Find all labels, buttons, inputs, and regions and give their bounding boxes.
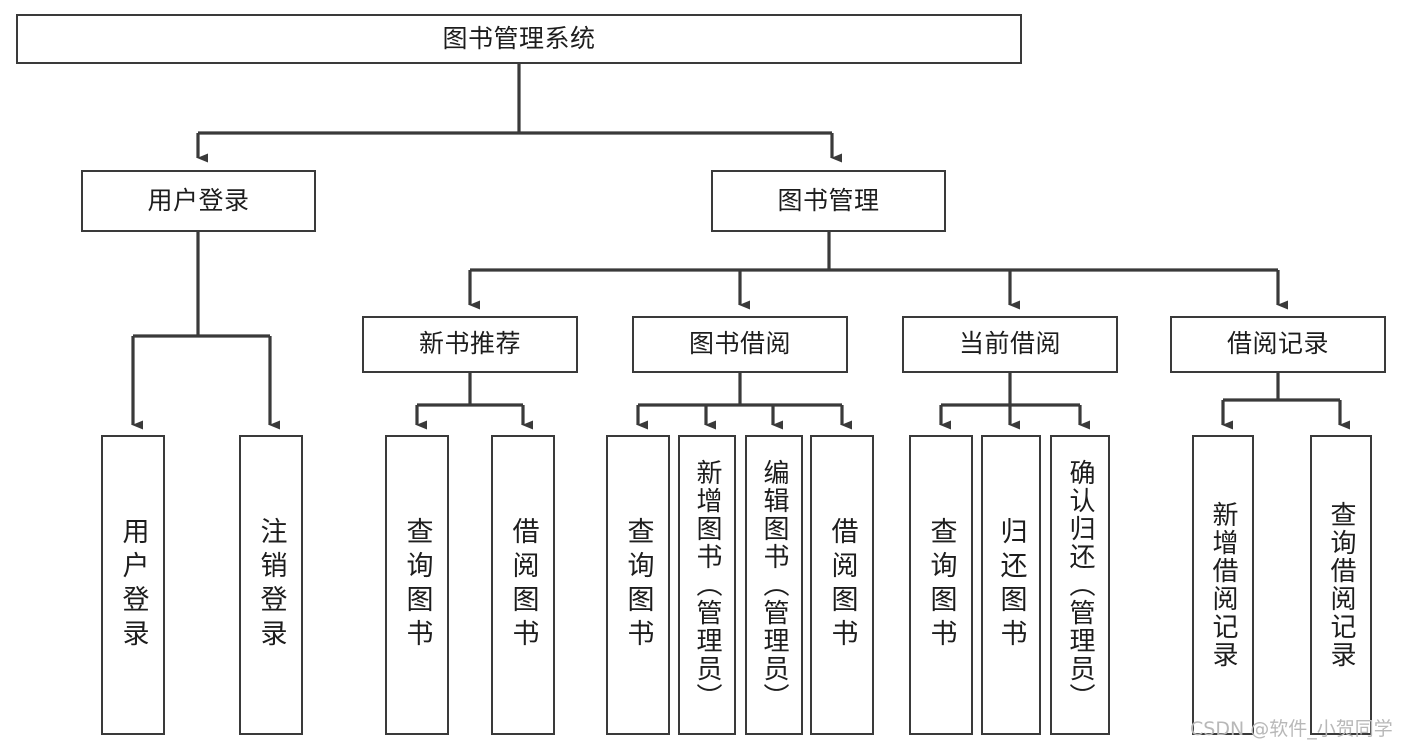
node-label: 图书管理系统 [442, 23, 596, 53]
node-book-management[interactable]: 图书管理 [711, 170, 946, 232]
node-label: 查询图书 [622, 517, 654, 653]
node-current-borrow[interactable]: 当前借阅 [902, 316, 1118, 373]
node-label: 确认归还（管理员） [1065, 459, 1095, 711]
leaf-borrow-edit-book-admin[interactable]: 编辑图书（管理员） [745, 435, 803, 735]
node-label: 借阅图书 [507, 517, 539, 653]
node-label: 当前借阅 [958, 329, 1061, 359]
leaf-current-query-book[interactable]: 查询图书 [909, 435, 973, 735]
node-label: 新增图书（管理员） [692, 459, 722, 711]
node-new-book-recommend[interactable]: 新书推荐 [362, 316, 578, 373]
leaf-borrow-query-book[interactable]: 查询图书 [606, 435, 670, 735]
node-user-login[interactable]: 用户登录 [81, 170, 316, 232]
node-label: 归还图书 [995, 517, 1027, 653]
leaf-current-return-book[interactable]: 归还图书 [981, 435, 1041, 735]
leaf-current-confirm-return-admin[interactable]: 确认归还（管理员） [1050, 435, 1110, 735]
node-root-book-management-system[interactable]: 图书管理系统 [16, 14, 1022, 64]
node-label: 用户登录 [147, 185, 250, 215]
node-label: 用户登录 [117, 517, 149, 653]
leaf-user-login-logout[interactable]: 注销登录 [239, 435, 303, 735]
node-borrow-record[interactable]: 借阅记录 [1170, 316, 1386, 373]
node-label: 新增借阅记录 [1208, 501, 1238, 669]
leaf-borrow-add-book-admin[interactable]: 新增图书（管理员） [678, 435, 736, 735]
node-label: 编辑图书（管理员） [759, 459, 789, 711]
leaf-recommend-borrow-book[interactable]: 借阅图书 [491, 435, 555, 735]
node-label: 图书借阅 [688, 329, 791, 359]
leaf-user-login-login[interactable]: 用户登录 [101, 435, 165, 735]
leaf-record-add-borrow-record[interactable]: 新增借阅记录 [1192, 435, 1254, 735]
csdn-watermark: CSDN @软件_小贺同学 [1190, 718, 1393, 740]
leaf-recommend-query-book[interactable]: 查询图书 [385, 435, 449, 735]
node-label: 借阅图书 [826, 517, 858, 653]
node-label: 查询图书 [401, 517, 433, 653]
node-label: 查询图书 [925, 517, 957, 653]
node-label: 查询借阅记录 [1326, 501, 1356, 669]
leaf-borrow-borrow-book[interactable]: 借阅图书 [810, 435, 874, 735]
node-label: 新书推荐 [418, 329, 521, 359]
leaf-record-query-borrow-record[interactable]: 查询借阅记录 [1310, 435, 1372, 735]
node-label: 借阅记录 [1226, 329, 1329, 359]
node-label: 图书管理 [777, 185, 880, 215]
node-label: 注销登录 [255, 517, 287, 653]
node-book-borrow[interactable]: 图书借阅 [632, 316, 848, 373]
